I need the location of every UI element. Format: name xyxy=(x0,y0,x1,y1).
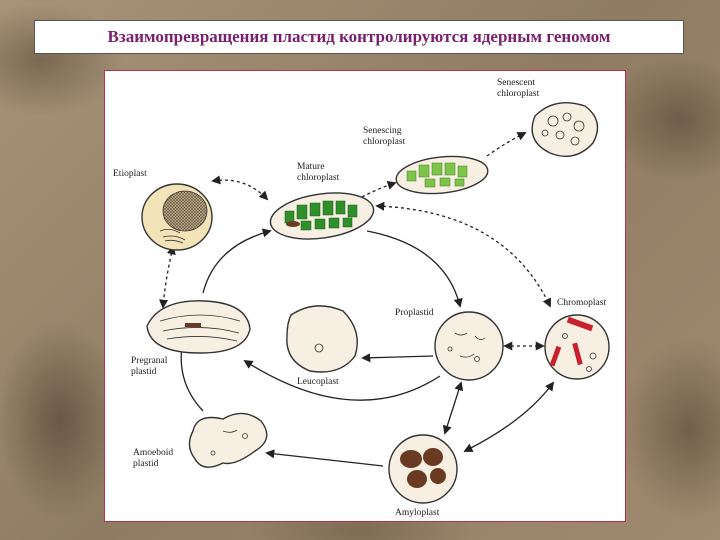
arrow-amyloplast-chromoplast xyxy=(463,381,555,452)
label-pregranal-2: plastid xyxy=(131,367,157,377)
slide-title-bar: Взаимопревращения пластид контролируются… xyxy=(34,20,684,54)
label-amoeboid-1: Amoeboid xyxy=(133,448,173,458)
label-senescing-1: Senescing xyxy=(363,126,402,136)
label-senescent-1: Senescent xyxy=(497,78,535,88)
mature-chloroplast xyxy=(269,192,375,240)
arrow-etioplast-pregranal xyxy=(159,245,176,309)
senescing-chloroplast xyxy=(395,155,489,195)
leucoplast xyxy=(286,305,358,373)
chromoplast xyxy=(544,314,610,380)
arrow-mature-senescing xyxy=(361,180,397,198)
slide-title: Взаимопревращения пластид контролируются… xyxy=(107,27,611,46)
arrow-etioplast-mature xyxy=(211,175,269,201)
label-pregranal-1: Pregranal xyxy=(131,356,168,366)
label-proplastid: Proplastid xyxy=(395,308,434,318)
arrow-proplastid-amyloplast xyxy=(442,381,464,435)
label-senescing-2: chloroplast xyxy=(363,137,406,147)
proplastid xyxy=(434,311,504,381)
arrows xyxy=(159,132,555,467)
amoeboid-plastid xyxy=(188,412,268,468)
label-etioplast: Etioplast xyxy=(113,169,147,179)
etioplast xyxy=(141,183,213,251)
label-amoeboid-2: plastid xyxy=(133,459,159,469)
arrow-senescing-senescent xyxy=(486,132,527,157)
diagram-panel: Senescent chloroplast Senescing chloropl… xyxy=(104,70,626,522)
arrow-amyloplast-amoeboid xyxy=(265,449,384,467)
label-amyloplast: Amyloplast xyxy=(395,508,440,518)
plastid-interconversion-diagram: Senescent chloroplast Senescing chloropl… xyxy=(113,78,610,518)
arrow-proplastid-leucoplast xyxy=(361,353,434,363)
pregranal-plastid xyxy=(146,300,251,354)
label-mature-2: chloroplast xyxy=(297,173,340,183)
arrow-mature-chromoplast xyxy=(375,201,551,308)
label-chromoplast: Chromoplast xyxy=(557,298,606,308)
arrow-mature-proplastid xyxy=(366,230,463,308)
label-mature-1: Mature xyxy=(297,162,324,172)
senescent-chloroplast xyxy=(531,102,599,157)
label-leucoplast: Leucoplast xyxy=(297,377,339,387)
amyloplast xyxy=(388,434,458,504)
arrow-pregranal-mature xyxy=(202,228,272,294)
arrow-proplastid-pregranal xyxy=(243,360,441,401)
label-senescent-2: chloroplast xyxy=(497,89,540,99)
